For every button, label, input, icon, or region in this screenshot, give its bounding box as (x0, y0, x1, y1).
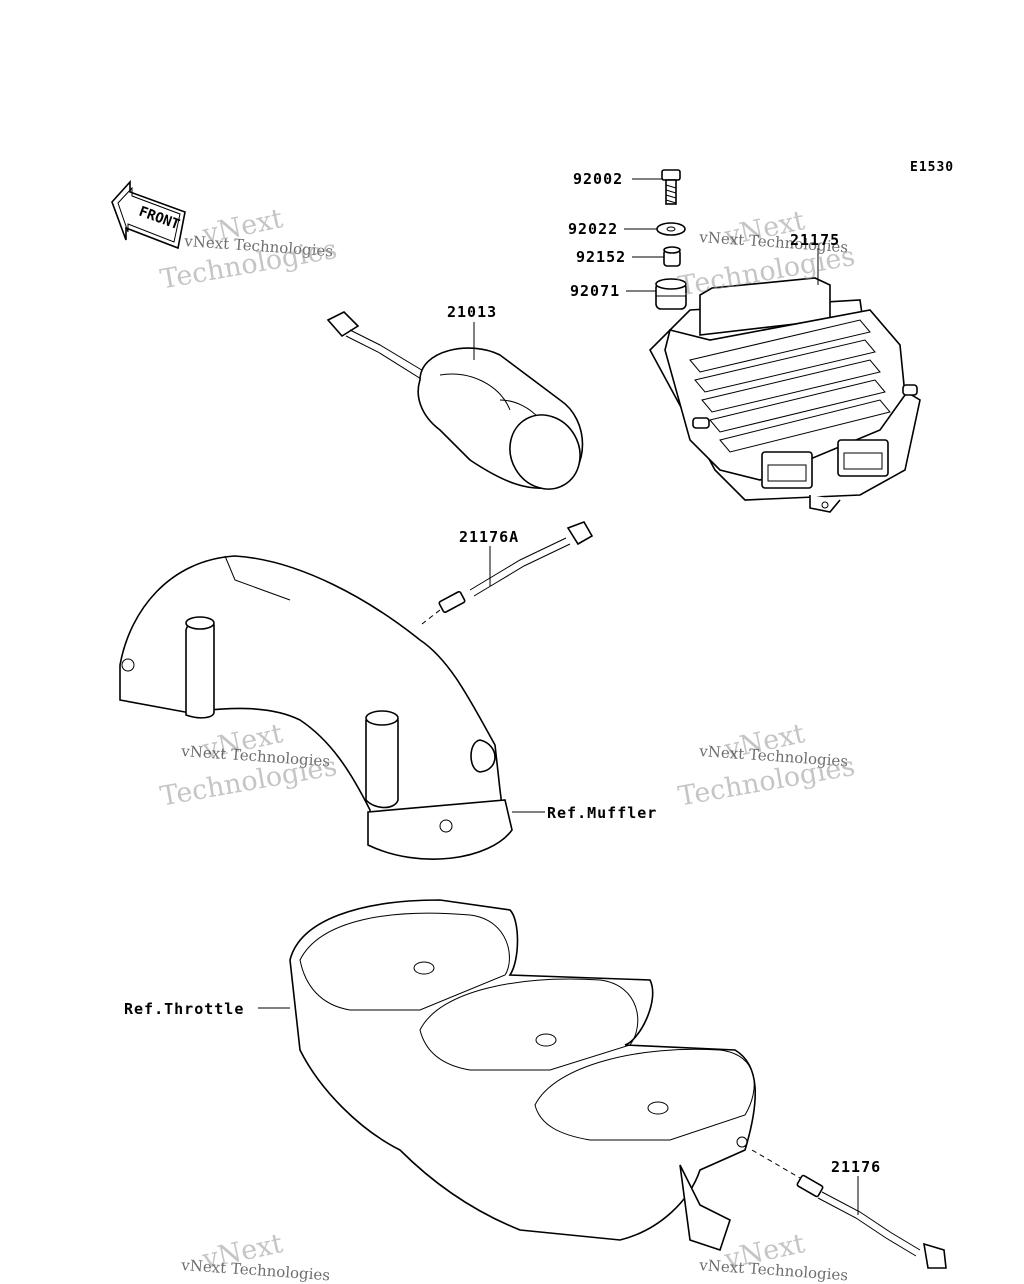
grommet-92071 (655, 278, 687, 310)
bolt-92002 (661, 169, 681, 205)
callout-21013: 21013 (447, 303, 498, 321)
callout-92002: 92002 (573, 170, 624, 188)
callout-92152: 92152 (576, 248, 627, 266)
muffler-manifold (119, 555, 513, 860)
ecu-unit-21175 (649, 277, 921, 513)
sensor-21013 (326, 311, 584, 490)
callout-92071: 92071 (570, 282, 621, 300)
sensor-21176 (796, 1174, 947, 1269)
callout-ref-muffler: Ref.Muffler (547, 804, 658, 822)
callout-21175: 21175 (790, 231, 841, 249)
callout-21176: 21176 (831, 1158, 882, 1176)
sensor-21176A (421, 521, 594, 625)
callout-92022: 92022 (568, 220, 619, 238)
leader-lines (258, 178, 859, 1215)
front-arrow-icon: FRONT (111, 179, 186, 250)
throttle-body (289, 899, 801, 1252)
callout-21176A: 21176A (459, 528, 520, 546)
callout-ref-throttle: Ref.Throttle (124, 1000, 245, 1018)
washer-92022 (656, 222, 686, 236)
collar-92152 (663, 246, 681, 267)
diagram-id: E1530 (910, 160, 955, 175)
